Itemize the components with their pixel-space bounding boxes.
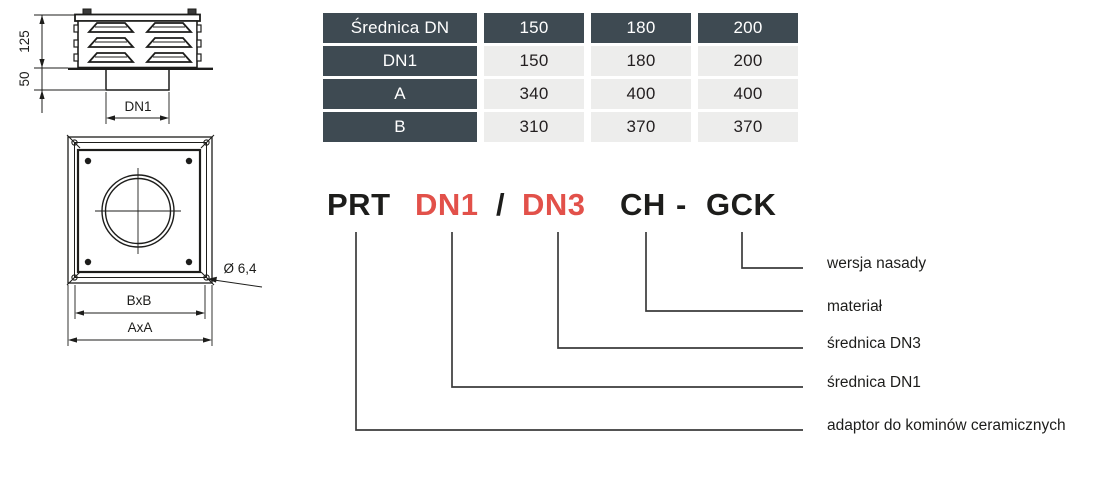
side-flanges [73,24,202,62]
cap-tab-left [82,8,92,16]
table-row-label: DN1 [323,46,477,76]
cap-body [77,20,198,69]
product-code-material: CH [620,187,666,222]
product-code-version: GCK [706,187,777,222]
louvers [86,22,194,63]
bolt-holes [84,157,193,266]
dim-bxb-label: BxB [127,293,152,308]
table-cell: 180 [591,46,691,76]
table-header-value: 150 [484,13,584,43]
corner-hole-marks [66,134,215,286]
table-cell: 370 [591,112,691,142]
legend-label-material: materiał [827,298,883,315]
connector-prt [355,232,803,431]
table-header-label: Średnica DN [323,13,477,43]
product-code-dn1: DN1 [415,187,479,222]
pipe-stub [105,69,170,91]
table-cell: 310 [484,112,584,142]
spec-table: Średnica DN 150 180 200 DN1 150 180 200 … [323,13,798,142]
dim-arrowheads-left [39,15,45,99]
product-code-slash: / [496,187,506,222]
product-code-dn3: DN3 [522,187,586,222]
table-row-label: B [323,112,477,142]
dim-dn1-label: DN1 [124,99,151,114]
dim-bxb: BxB [74,285,206,319]
table-cell: 200 [698,46,798,76]
legend-label-dn3: średnica DN3 [827,335,921,352]
table-cell: 400 [698,79,798,109]
table-cell: 340 [484,79,584,109]
bottom-view: Ø 6,4 BxB [66,134,263,346]
inner-square [76,148,202,274]
cap-tab-right [187,8,197,16]
connector-gck [741,232,803,269]
connector-dn3 [557,232,803,349]
mid-square [74,142,207,278]
crosshair [95,168,181,254]
legend-label-dn1: średnica DN1 [827,374,921,391]
table-header-value: 200 [698,13,798,43]
pipe-circle-inner [104,177,172,245]
table-cell: 370 [698,112,798,142]
dim-hole: Ø 6,4 [206,261,263,288]
dim-50-label: 50 [17,71,32,86]
dim-axa: AxA [67,285,213,346]
dim-hole-label: Ø 6,4 [223,261,257,276]
cap-plate [74,13,201,22]
legend-label-version: wersja nasady [827,255,927,272]
dim-axa-label: AxA [128,320,153,335]
table-header-value: 180 [591,13,691,43]
outer-square [67,136,213,284]
connector-ch [645,232,803,312]
product-code-dash: - [676,187,687,222]
connector-dn1 [451,232,803,388]
dim-dn1: DN1 [105,92,170,124]
technical-drawing: 125 50 DN1 [17,8,263,346]
product-code-prefix: PRT [327,187,391,222]
side-view: 125 50 DN1 [17,8,213,124]
table-cell: 150 [484,46,584,76]
table-row-label: A [323,79,477,109]
dim-125-50 [34,14,105,113]
dim-125-label: 125 [17,30,32,53]
pipe-circle-outer [101,174,175,248]
legend-label-adapter: adaptor do kominów ceramicznych [827,417,1066,434]
table-cell: 400 [591,79,691,109]
